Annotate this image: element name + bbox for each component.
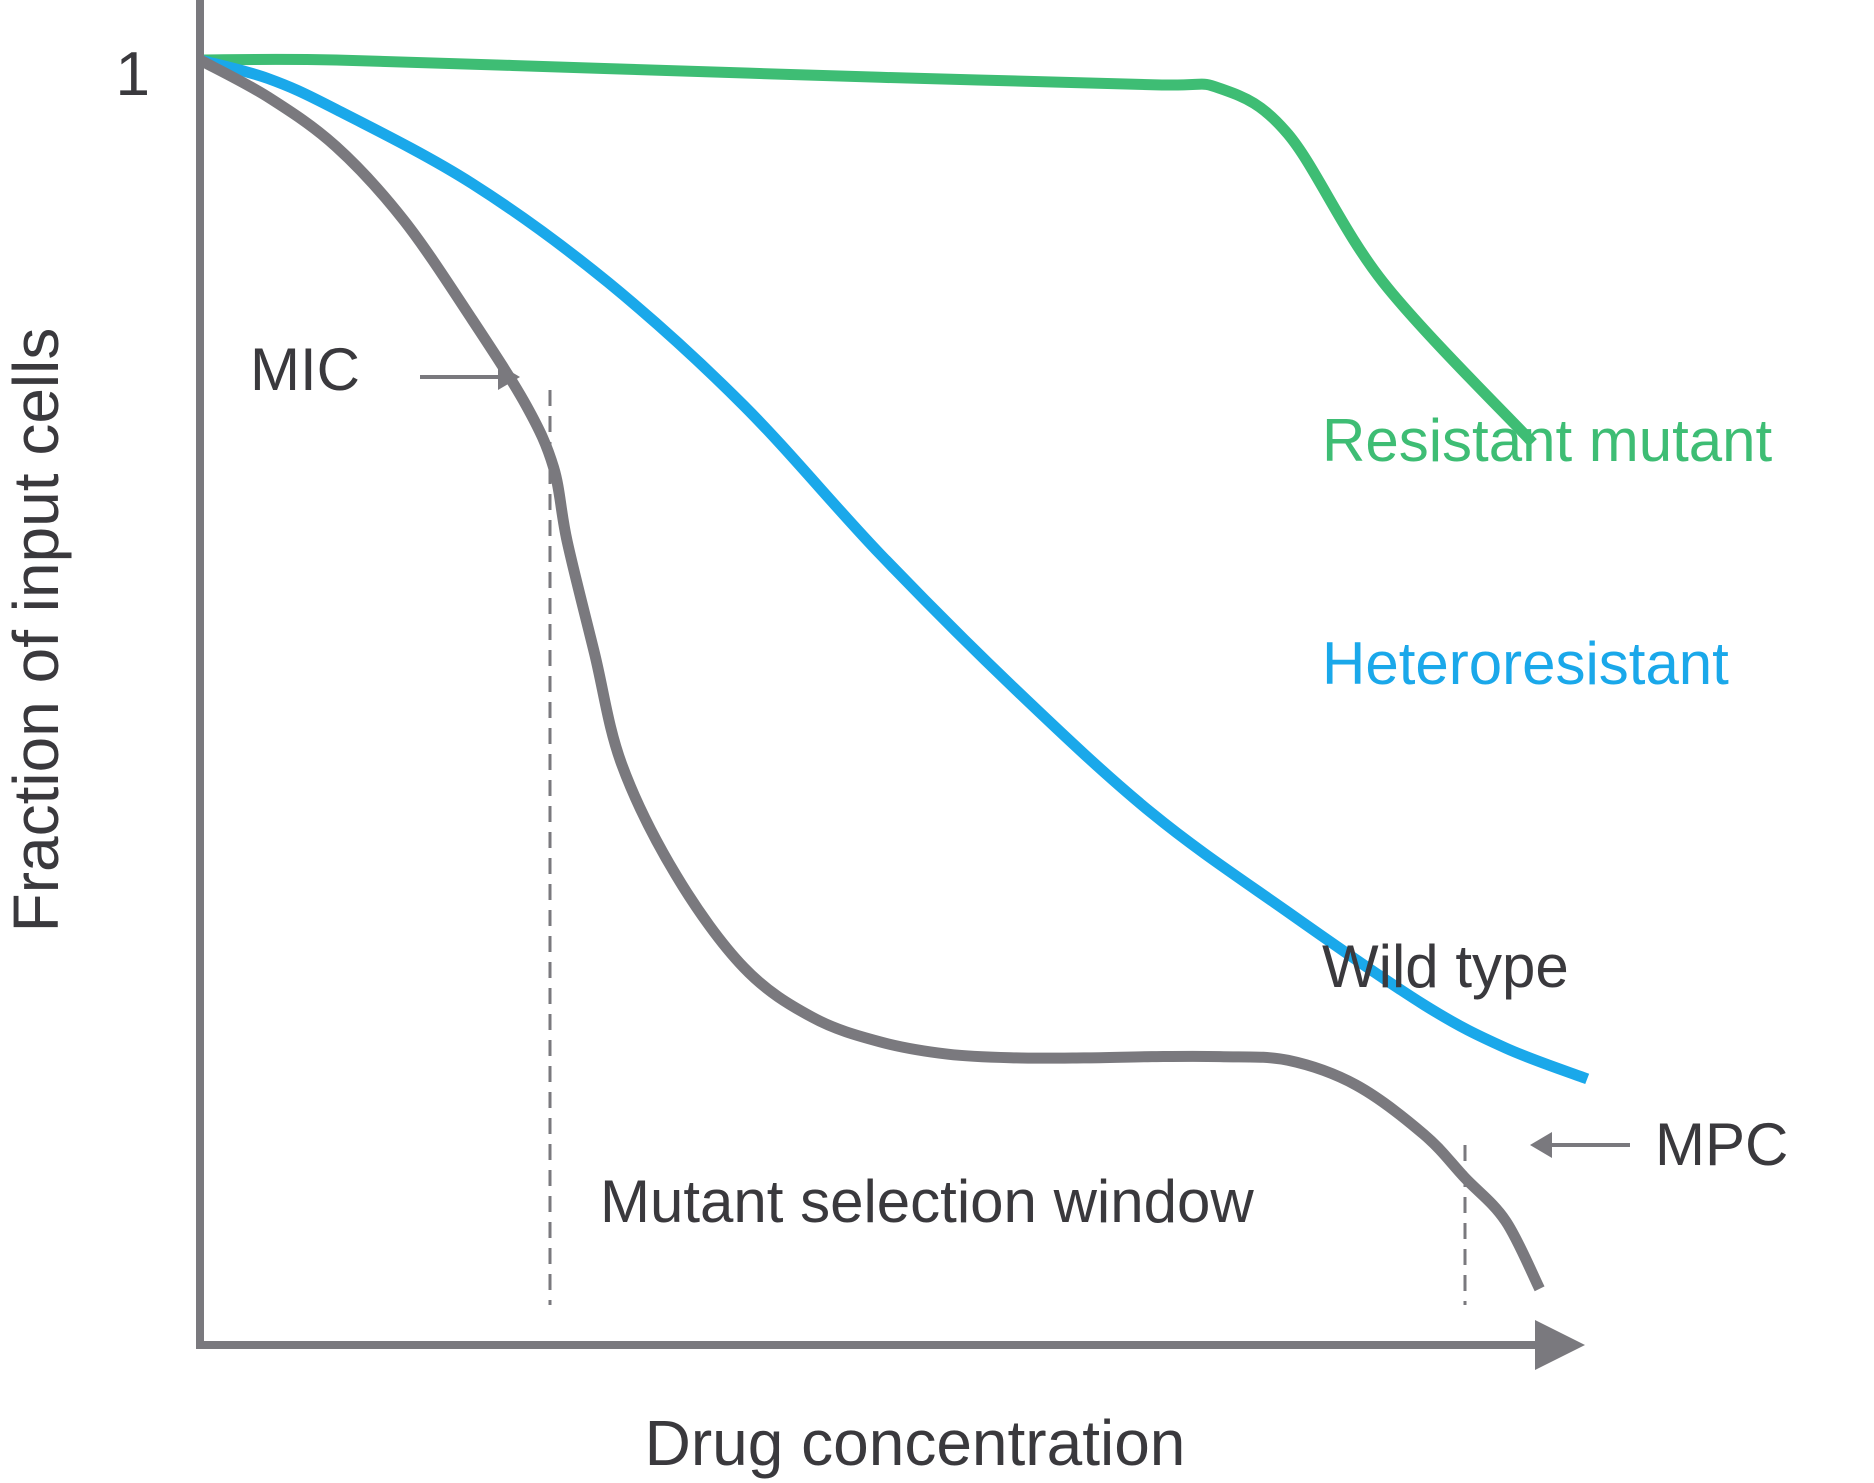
guide-lines	[548, 390, 1467, 1305]
y-axis-label: Fraction of input cells	[0, 328, 72, 933]
text-labels: 1 Fraction of input cells Drug concentra…	[0, 40, 1788, 1479]
x-axis-arrowhead	[1535, 1320, 1585, 1370]
y-tick-label: 1	[116, 40, 150, 109]
x-axis-label: Drug concentration	[645, 1407, 1186, 1479]
series-line-resistant-mutant	[199, 53, 1537, 447]
annotation-arrows	[420, 364, 1630, 1158]
axes	[196, 0, 1585, 1370]
mic-label: MIC	[250, 336, 360, 403]
mpc-label: MPC	[1655, 1111, 1788, 1178]
series-label-heteroresistant: Heteroresistant	[1322, 630, 1729, 697]
mic-arrowhead	[498, 364, 520, 390]
series-label-resistant: Resistant mutant	[1322, 407, 1773, 474]
series-line-heteroresistant	[198, 54, 1590, 1085]
mutant-selection-window-label: Mutant selection window	[600, 1168, 1254, 1235]
series-label-wildtype: Wild type	[1322, 933, 1569, 1000]
curves	[197, 53, 1590, 1292]
series-line-wild-type	[197, 55, 1545, 1292]
mpc-arrowhead	[1530, 1132, 1552, 1158]
